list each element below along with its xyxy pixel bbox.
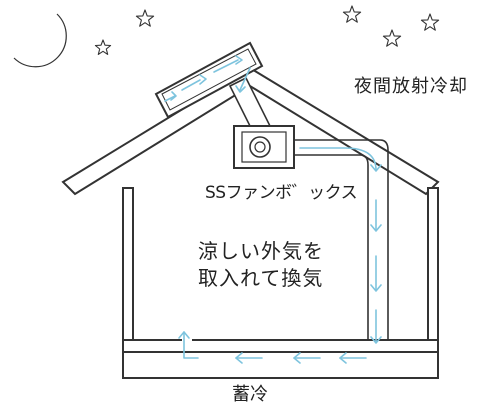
airflow-arrow — [293, 352, 301, 364]
airflow-arrow — [183, 331, 199, 359]
cool-air-caption: 涼しい外気を 取入れて換気 — [198, 238, 324, 292]
star-icon — [135, 9, 155, 27]
underfloor-space — [122, 351, 439, 379]
vertical-duct — [294, 139, 389, 340]
airflow-arrow — [239, 67, 251, 91]
airflow-arrow — [178, 331, 190, 339]
airflow-arrow — [199, 74, 207, 85]
airflow-arrow — [370, 336, 382, 344]
airflow-arrow — [170, 91, 177, 101]
fan-box-label: SSファンボ゛ックス — [205, 183, 358, 203]
airflow-arrow — [181, 79, 201, 91]
airflow-arrow — [164, 95, 176, 102]
star-icon — [420, 13, 440, 31]
airflow-arrow — [235, 352, 243, 364]
airflow-arrow — [370, 224, 382, 232]
airflow-arrow — [370, 164, 382, 172]
airflow-arrows — [164, 55, 382, 364]
airflow-arrow — [299, 147, 377, 171]
heat-storage-label: 蓄冷 — [232, 384, 268, 405]
cool-air-line-2: 取入れて換気 — [198, 266, 324, 290]
house-left-wall — [122, 187, 134, 351]
moon-icon — [13, 13, 67, 68]
fan-icon — [233, 125, 295, 169]
airflow-arrow — [339, 352, 347, 364]
house-right-wall — [427, 187, 439, 351]
star-icon — [382, 29, 402, 47]
star-icon — [342, 5, 362, 23]
night-cooling-label: 夜間放射冷却 — [354, 76, 468, 97]
airflow-arrow — [235, 55, 243, 65]
star-icon — [94, 39, 112, 55]
floor-slab — [122, 339, 439, 353]
vertical-duct-inner — [294, 154, 369, 340]
cool-air-line-1: 涼しい外気を — [198, 239, 324, 263]
airflow-arrow — [213, 59, 239, 73]
airflow-arrow — [370, 284, 382, 292]
airflow-arrow — [235, 85, 246, 93]
